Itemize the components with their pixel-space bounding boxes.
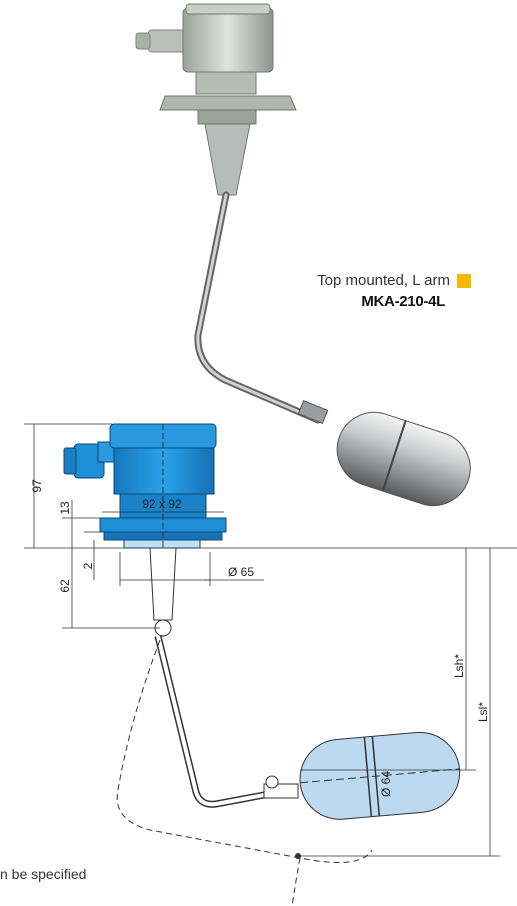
dim-flange-diameter: Ø 65: [228, 565, 254, 579]
product-photo: [135, 3, 471, 507]
dim-float-diameter: Ø 64: [379, 771, 393, 797]
dim-height-total: 97: [30, 479, 44, 493]
product-caption: Top mounted, L arm MKA-210-4L: [317, 272, 471, 310]
dim-switch-low: Lsl*: [476, 702, 490, 722]
dim-height-upper: 13: [58, 501, 72, 515]
dim-housing-size: 92 x 92: [142, 497, 182, 511]
dim-stem-length: 62: [58, 579, 72, 593]
color-swatch: [457, 273, 471, 288]
technical-drawing: [24, 423, 517, 906]
dim-switch-high: Lsh*: [452, 654, 466, 678]
model-number: MKA-210-4L: [361, 293, 445, 310]
mount-type-label: Top mounted, L arm: [317, 272, 450, 289]
footnote: n be specified: [0, 866, 87, 882]
dim-flange-thickness: 2: [81, 562, 95, 569]
